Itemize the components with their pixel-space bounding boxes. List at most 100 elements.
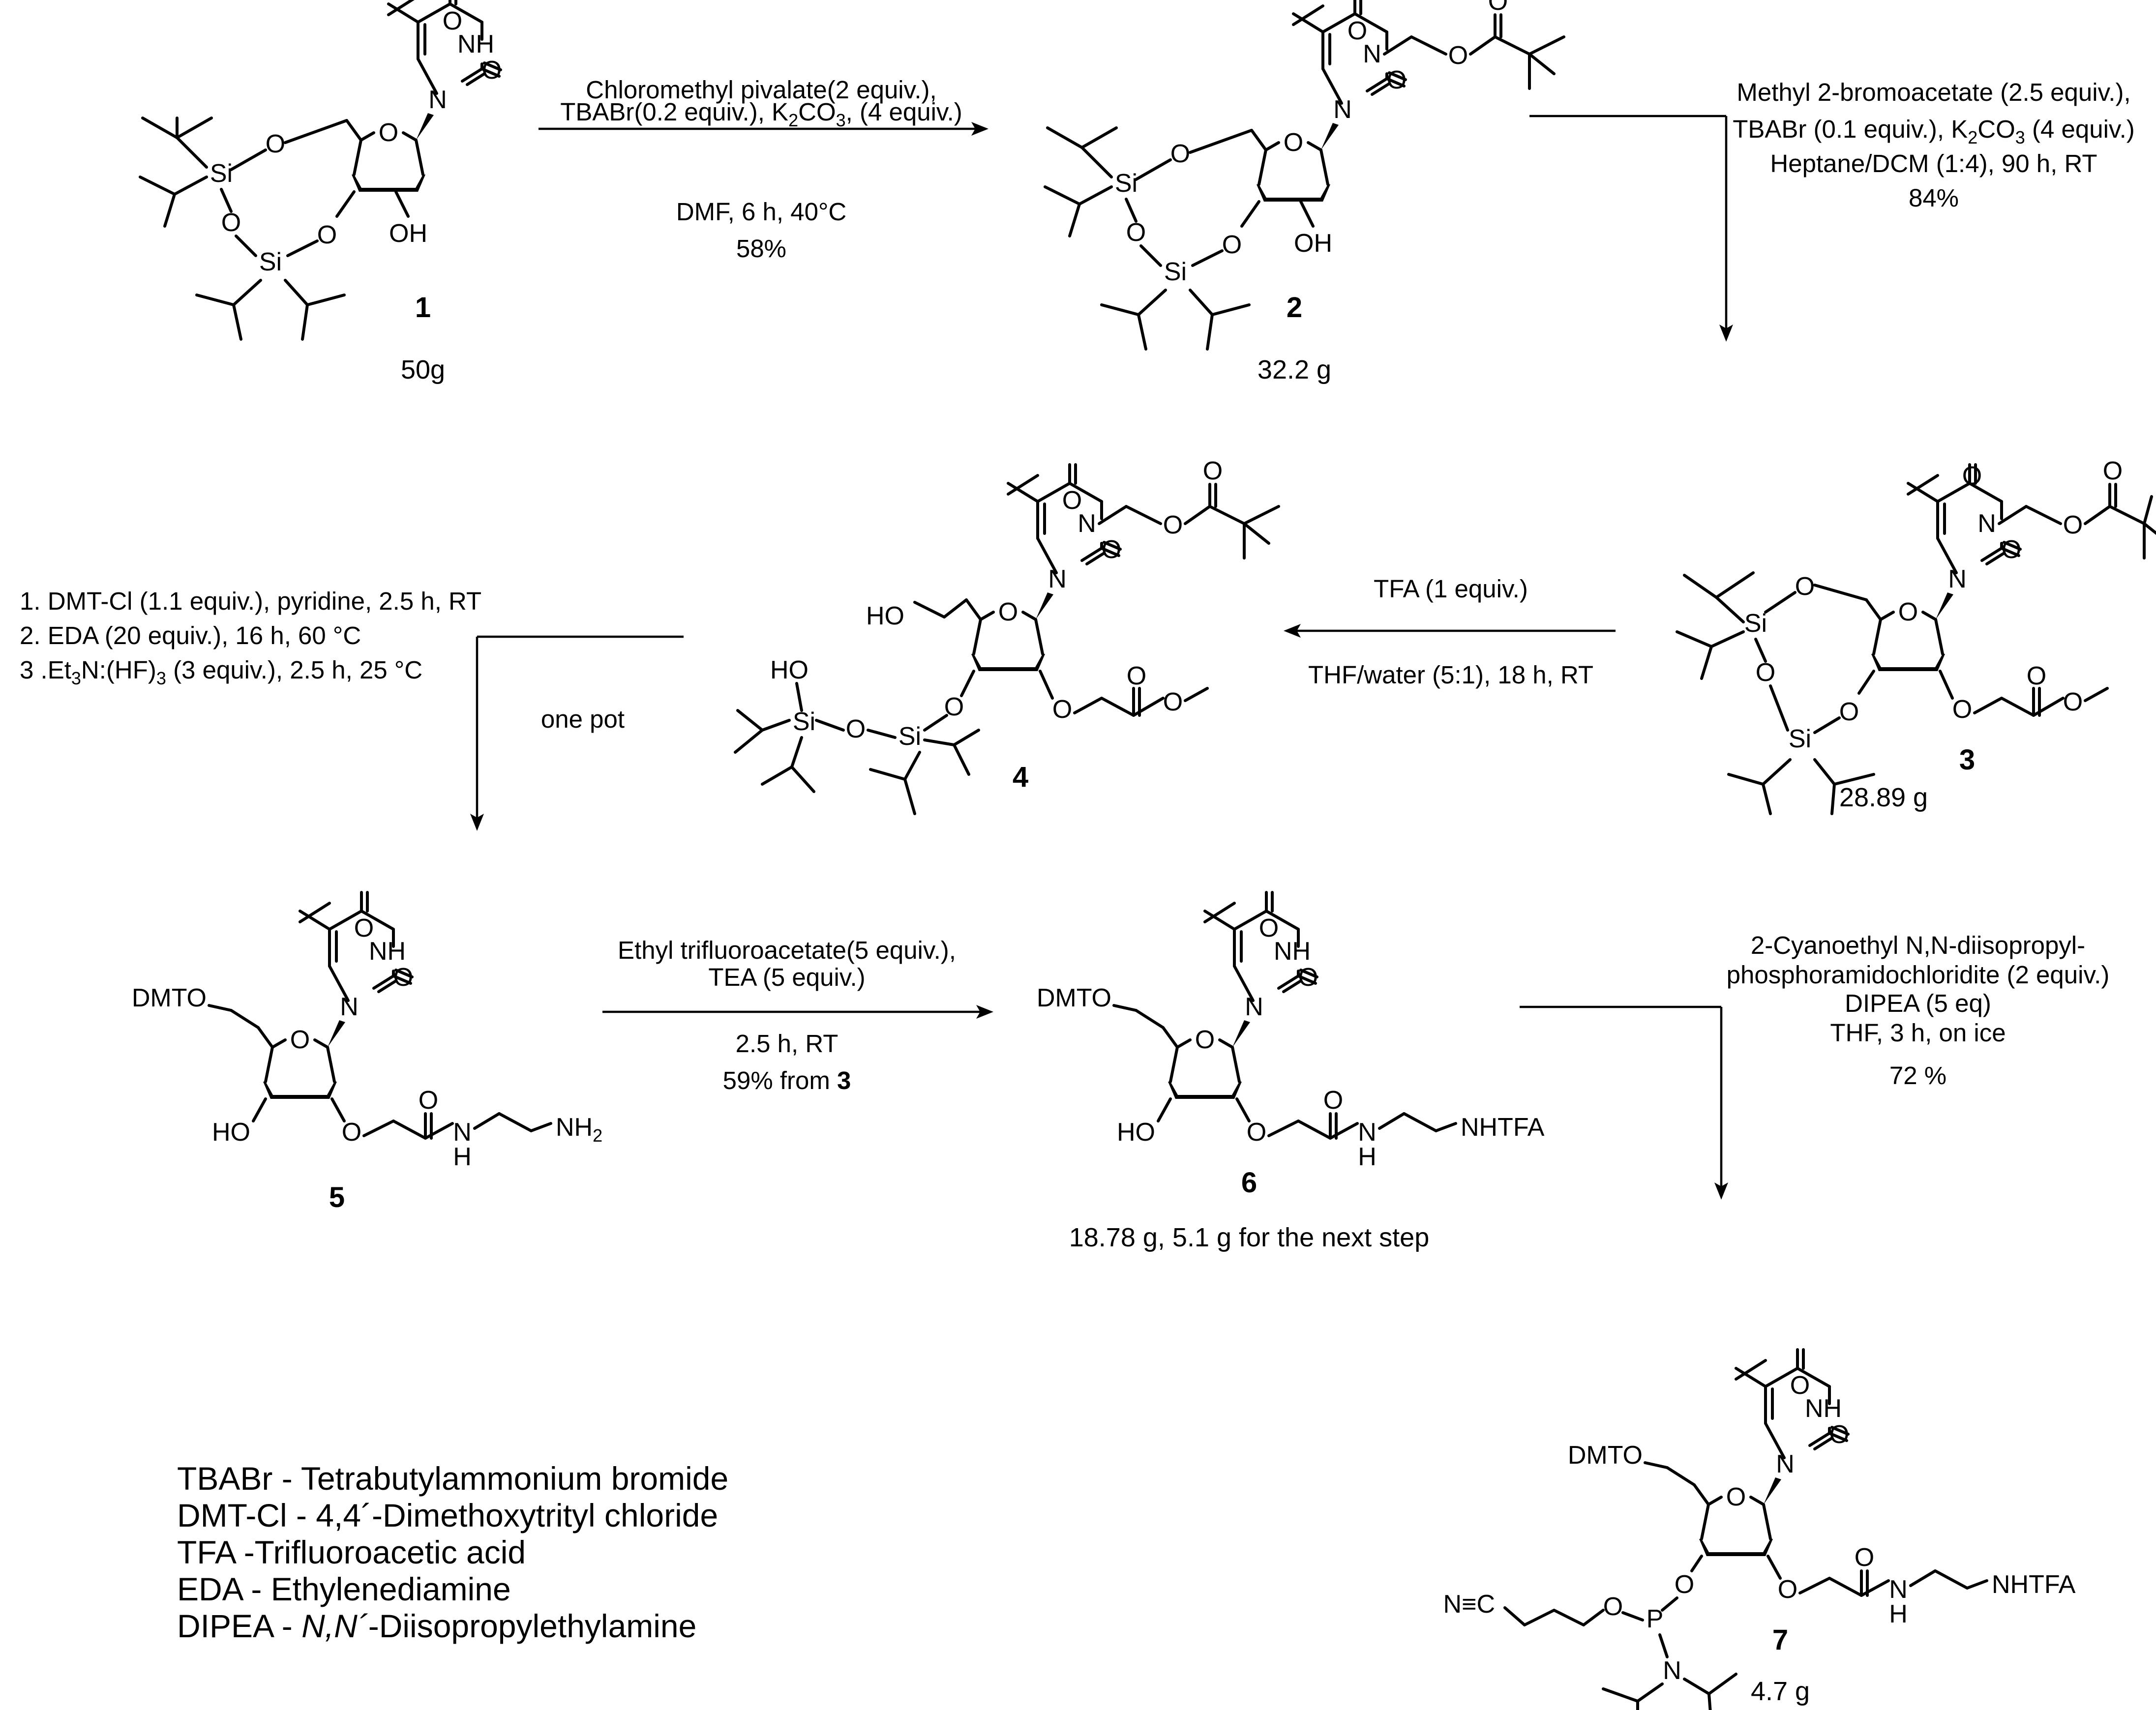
step-6-yield: 72 % (1889, 1061, 1946, 1090)
compound-1-label: 1 (415, 292, 431, 324)
abbreviation-legend: TBABr - Tetrabutylammonium bromide DMT-C… (177, 1460, 728, 1644)
amide-nitrogen: N (1358, 1118, 1377, 1147)
carbonyl-oxygen: O (1488, 0, 1508, 16)
dmt-ether: DMTO (132, 984, 207, 1012)
amide-oxygen: O (419, 1086, 438, 1115)
c4-oxygen: O (1962, 462, 1982, 490)
o2-atom: O (342, 1118, 361, 1147)
o3-atom: O (944, 693, 964, 721)
compound-4-structure: O N N O O O O O O O HO O Si O Si HO (734, 457, 1280, 815)
phosphorus: P (1647, 1605, 1664, 1633)
step-4-reagent-3: 3 .Et3N:(HF)3 (3 equiv.), 2.5 h, 25 °C (20, 656, 422, 688)
compound-7-label: 7 (1772, 1624, 1788, 1656)
ester-oxygen: O (1163, 511, 1183, 539)
o3-atom: O (1675, 1570, 1694, 1599)
n1-atom: N (1048, 565, 1067, 593)
siloxane-oxygen: O (1126, 218, 1146, 247)
step-5-yield: 59% from 3 (723, 1066, 851, 1094)
carbonyl-oxygen: O (2103, 457, 2123, 485)
siloxane-oxygen: O (846, 715, 866, 743)
c4-oxygen: O (1790, 1371, 1810, 1400)
si-atom-a: Si (793, 708, 815, 736)
ester-carbonyl-oxygen: O (2027, 662, 2046, 690)
hydroxyl: OH (1294, 229, 1332, 258)
hydroxyl-3: HO (212, 1118, 250, 1147)
step-5-reagent-2: TEA (5 equiv.) (708, 963, 865, 991)
hydroxyl-3: HO (1117, 1118, 1155, 1147)
amide-hydrogen: H (1358, 1143, 1377, 1171)
step-5-arrow (602, 1005, 993, 1019)
compound-1-mass: 50g (401, 355, 445, 384)
step-6-conditions: THF, 3 h, on ice (1830, 1019, 2006, 1047)
legend-tfa: TFA -Trifluoroacetic acid (177, 1534, 526, 1570)
n1-atom: N (1948, 565, 1967, 593)
step-5-conditions: 2.5 h, RT (736, 1030, 838, 1058)
ring-oxygen: O (1726, 1483, 1746, 1511)
amide-oxygen: O (1323, 1086, 1343, 1115)
ring-oxygen: O (1195, 1026, 1215, 1054)
o2-atom: O (1247, 1118, 1266, 1147)
step-4-note: one pot (541, 705, 625, 733)
trifluoroacetamide: NHTFA (1992, 1570, 2076, 1599)
o3-atom: O (317, 221, 337, 249)
c4-oxygen: O (443, 7, 462, 35)
ester-carbonyl-oxygen: O (1127, 662, 1146, 690)
c2-oxygen: O (1387, 66, 1407, 94)
step-3-arrow (1284, 624, 1616, 638)
amide-nitrogen: N (453, 1118, 472, 1147)
legend-dipea: DIPEA - N,N´-Diisopropylethylamine (177, 1608, 696, 1644)
step-3-reagent: TFA (1 equiv.) (1374, 575, 1528, 603)
hydroxyl: OH (389, 219, 427, 248)
c2-oxygen: O (1829, 1420, 1849, 1449)
o5-atom: O (1170, 140, 1190, 168)
step-4-reagent-1: 1. DMT-Cl (1.1 equiv.), pyridine, 2.5 h,… (20, 587, 481, 615)
o3-atom: O (1222, 231, 1242, 259)
si-atom-b: Si (1789, 725, 1811, 753)
compound-6-structure: O N NH O O O O N H NHTFA HO DMTO (1037, 892, 1545, 1171)
step-6-reagent-3: DIPEA (5 eq) (1845, 989, 1991, 1017)
c4-oxygen: O (354, 914, 374, 943)
step-2-reagent-2: TBABr (0.1 equiv.), K2CO3 (4 equiv.) (1733, 115, 2135, 147)
si-atom-a: Si (1744, 609, 1767, 638)
o2-atom: O (1952, 695, 1972, 724)
step-4-arrow (470, 635, 684, 831)
amino-nitrogen: N (1663, 1656, 1681, 1685)
c2-oxygen: O (393, 963, 413, 992)
compound-5-structure: O N NH O O O O N H NH2 HO DMTO (132, 892, 602, 1171)
compound-6-label: 6 (1241, 1167, 1257, 1199)
compound-3-label: 3 (1959, 744, 1975, 776)
c2-oxygen: O (2002, 535, 2021, 564)
n3h-atom: NH (1805, 1394, 1842, 1423)
si-atom-b: Si (898, 722, 921, 751)
compound-3-mass: 28.89 g (1839, 783, 1928, 812)
compound-3-structure: O N N O O O O O O O O Si O Si O (1676, 457, 2156, 815)
o5-atom: O (1795, 572, 1815, 601)
step-6-reagent-1: 2-Cyanoethyl N,N-diisopropyl- (1751, 931, 2085, 959)
o2-atom: O (1052, 695, 1072, 724)
ring-oxygen: O (1898, 598, 1918, 626)
cyanoethyl-oxygen: O (1603, 1592, 1623, 1621)
trifluoroacetamide: NHTFA (1461, 1113, 1545, 1142)
c2-oxygen: O (1102, 535, 1121, 564)
amide-nitrogen: N (1889, 1575, 1908, 1604)
methoxy-oxygen: O (2063, 688, 2083, 716)
step-2-arrow (1529, 115, 1733, 342)
n3h-atom: NH (1274, 937, 1311, 966)
ring-oxygen: O (998, 598, 1018, 626)
c4-oxygen: O (1348, 17, 1367, 45)
amide-oxygen: O (1855, 1543, 1874, 1572)
c4-oxygen: O (1062, 486, 1082, 515)
ring-oxygen: O (379, 118, 398, 147)
ester-oxygen: O (1448, 41, 1468, 70)
step-1-reagent-1: Chloromethyl pivalate(2 equiv.), (586, 76, 936, 104)
compound-2-mass: 32.2 g (1258, 355, 1331, 384)
si-atom-a: Si (1115, 169, 1138, 198)
ring-oxygen: O (290, 1026, 310, 1054)
n1-atom: N (1245, 993, 1263, 1021)
step-3-conditions: THF/water (5:1), 18 h, RT (1308, 661, 1593, 689)
carbonyl-oxygen: O (1203, 457, 1223, 485)
n3-atom: N (1977, 509, 1996, 538)
c2-oxygen: O (1298, 963, 1318, 992)
amide-hydrogen: H (1889, 1600, 1908, 1628)
